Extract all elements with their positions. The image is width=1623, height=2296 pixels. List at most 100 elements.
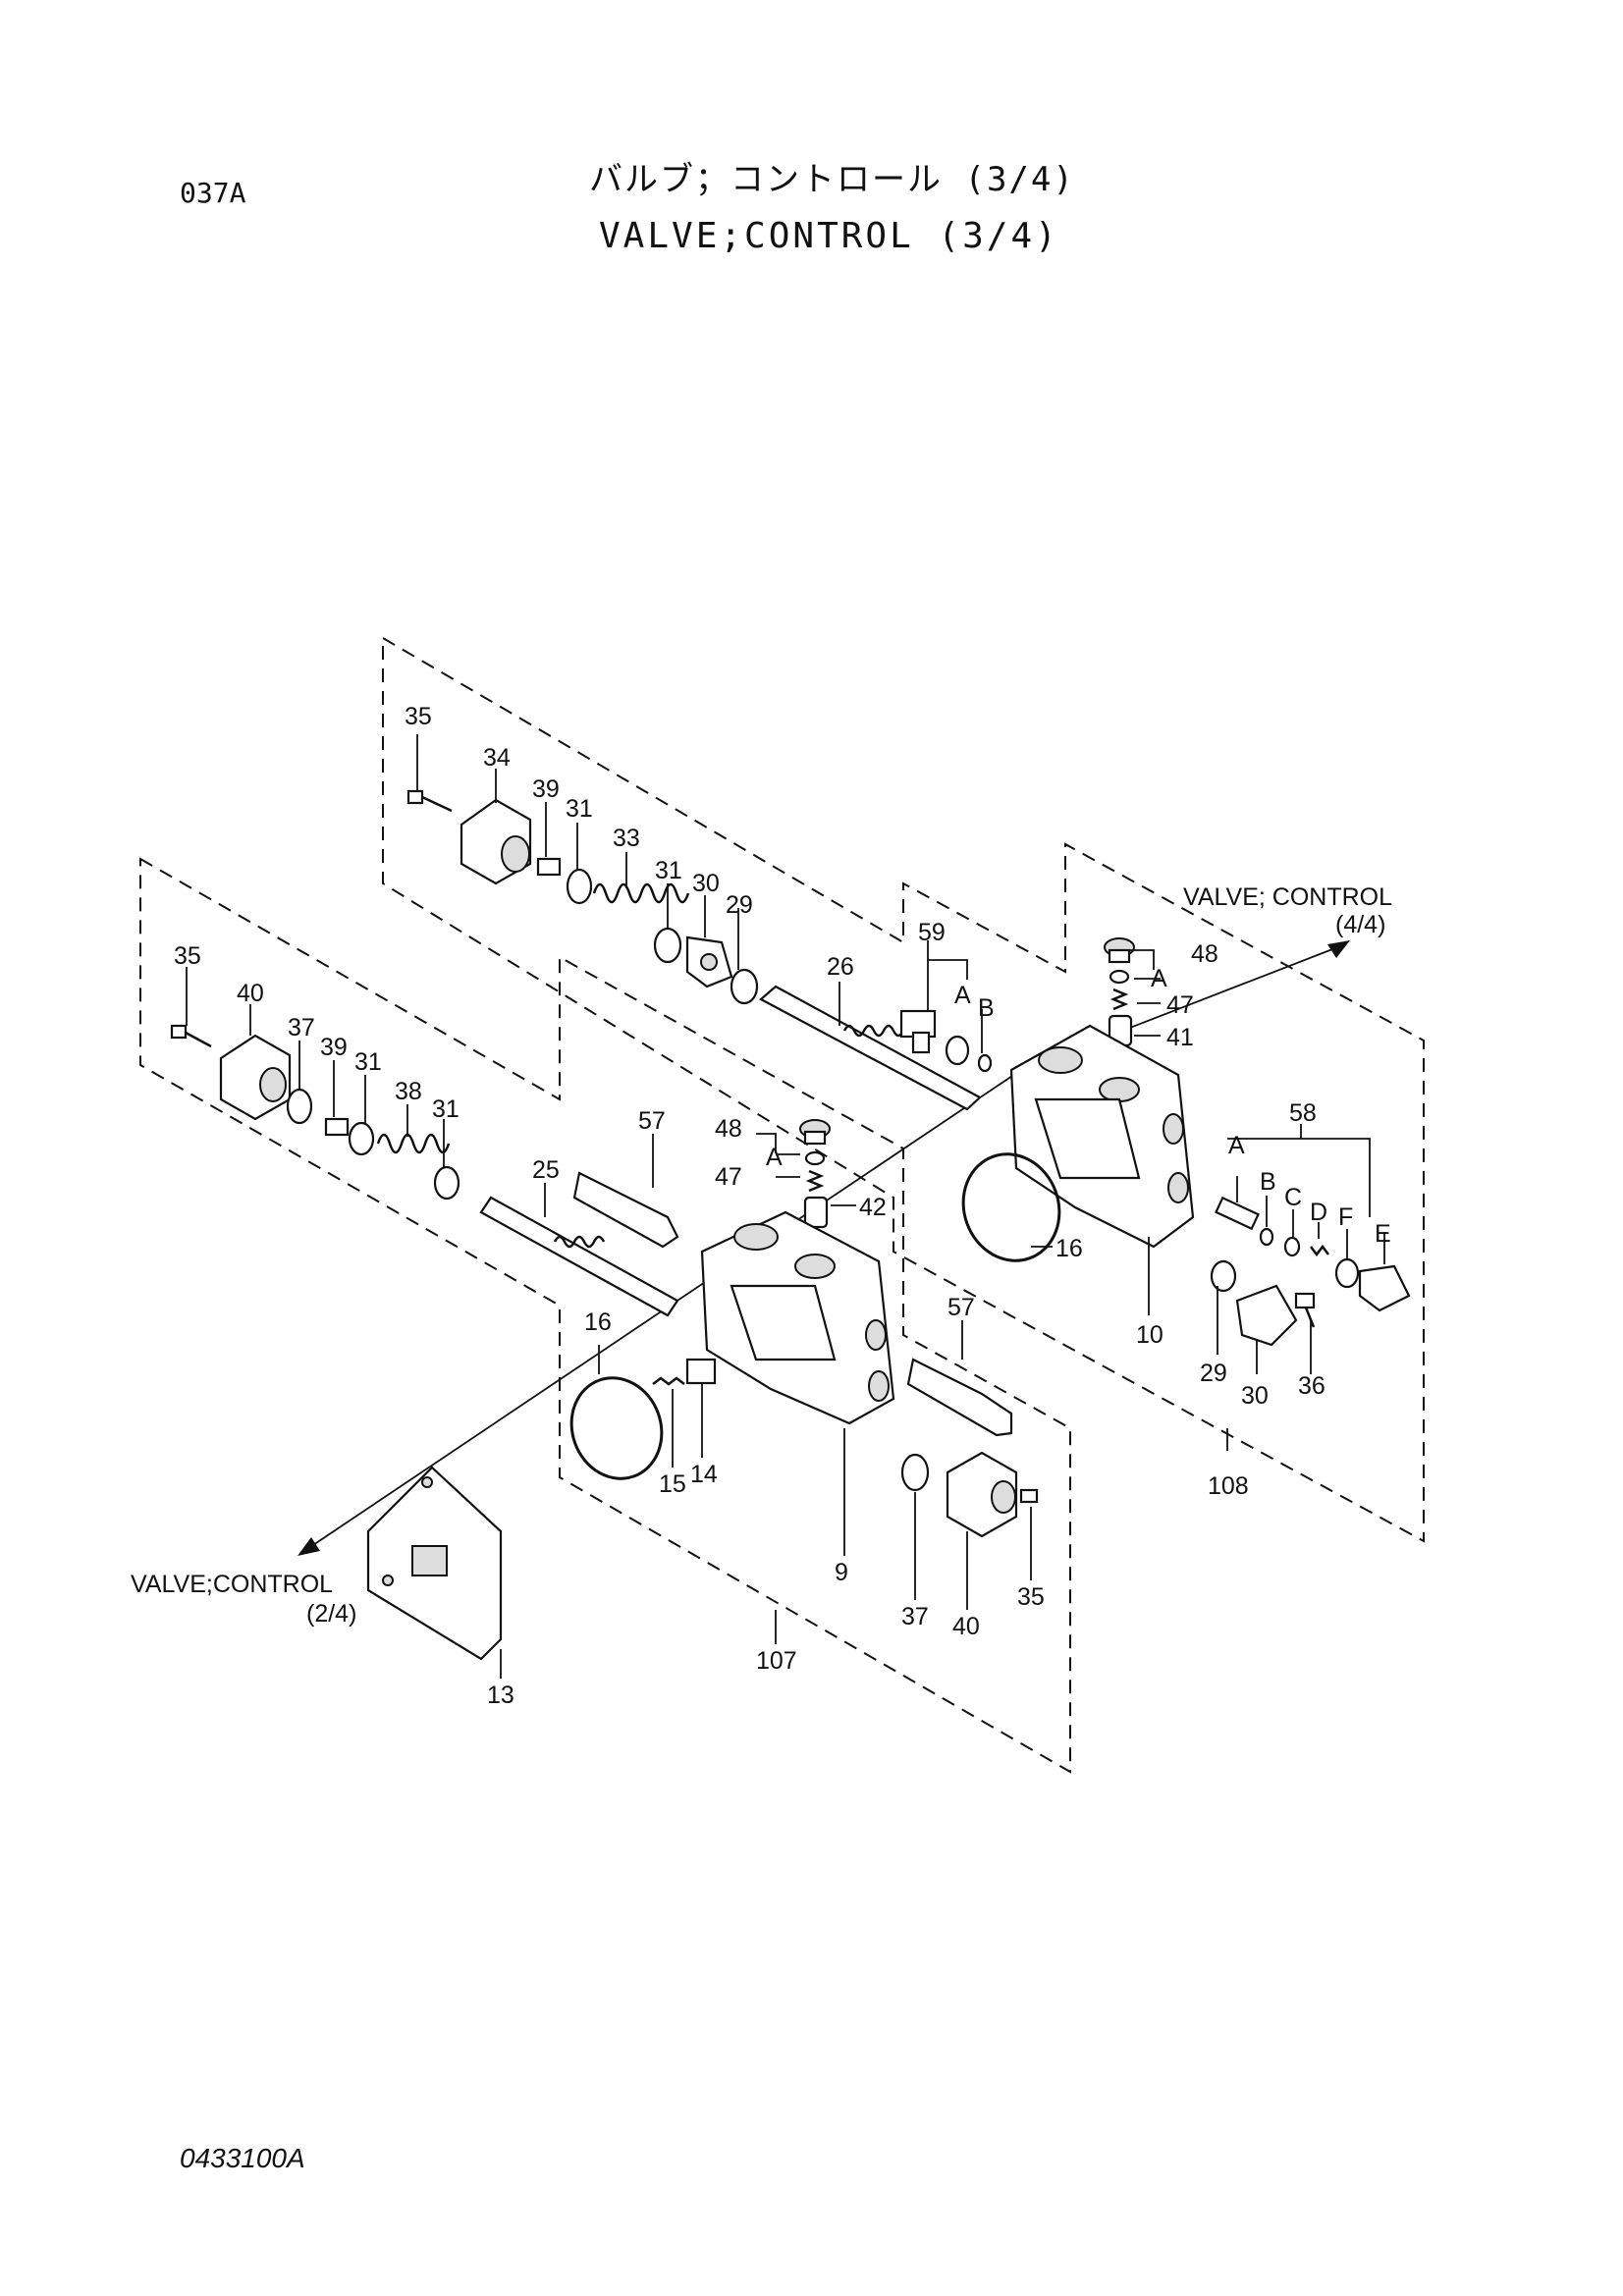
callout-35: 35 [1017, 1583, 1045, 1611]
part-58C-ring [1283, 1236, 1301, 1257]
drawing-number: 0433100A [180, 2143, 305, 2173]
part-9-housing [700, 1210, 895, 1425]
part-30-plate-b [1235, 1284, 1298, 1347]
ref-4-4-line2: (4/4) [1335, 911, 1385, 938]
part-26-spool [759, 985, 982, 1111]
callout-58: 58 [1289, 1099, 1317, 1127]
part-B-oring-b [977, 1053, 993, 1073]
callout-108: 108 [1208, 1472, 1249, 1500]
part-33-spring [592, 882, 690, 904]
callout-33: 33 [613, 825, 640, 852]
callout-B: B [978, 994, 995, 1022]
callout-14: 14 [690, 1461, 718, 1488]
ref-2-4-line2: (2/4) [306, 1600, 356, 1628]
part-58B-ring [1259, 1227, 1274, 1247]
part-40-cap-right [946, 1451, 1018, 1538]
callout-C: C [1284, 1184, 1302, 1211]
part-31-seat-left [348, 1121, 375, 1156]
callout-59: 59 [918, 919, 946, 946]
part-29-oring [730, 968, 759, 1005]
callout-37: 37 [288, 1014, 315, 1041]
callout-31: 31 [432, 1095, 460, 1123]
callout-26: 26 [827, 953, 854, 981]
callout-A: A [1228, 1132, 1245, 1159]
arrow-head-4-4 [1327, 940, 1350, 958]
callout-16: 16 [1055, 1235, 1083, 1262]
callout-25: 25 [532, 1156, 560, 1184]
part-15-spring [652, 1376, 685, 1386]
callout-57: 57 [638, 1107, 666, 1135]
part-31-spring-seat-b [653, 927, 682, 964]
part-42-poppet [803, 1196, 829, 1229]
callout-29: 29 [1200, 1360, 1227, 1387]
callout-39: 39 [532, 775, 560, 803]
callout-30: 30 [692, 870, 720, 897]
callout-42: 42 [859, 1194, 887, 1221]
callout-E: E [1375, 1220, 1391, 1248]
title-japanese: バルブ；コントロール (3/4) [589, 160, 1075, 199]
part-39-stopper-left [324, 1117, 350, 1137]
callout-9: 9 [835, 1559, 848, 1586]
callout-107: 107 [756, 1647, 797, 1675]
part-47-spring-upper [1109, 988, 1129, 1011]
part-59-plug [899, 1009, 937, 1054]
callout-13: 13 [487, 1682, 514, 1709]
part-37-oring-left [286, 1088, 313, 1125]
arrow-head-2-4 [298, 1537, 320, 1556]
callout-47: 47 [1166, 991, 1194, 1019]
part-30-plate [685, 935, 733, 988]
part-16-oring-lower [569, 1376, 664, 1480]
callout-30: 30 [1241, 1382, 1269, 1410]
part-47-spring-lower [805, 1169, 825, 1193]
callout-40: 40 [952, 1613, 980, 1640]
callout-D: D [1310, 1199, 1327, 1226]
part-39-stopper [536, 857, 562, 877]
callout-48: 48 [715, 1115, 742, 1143]
part-58A-plunger [1215, 1196, 1260, 1231]
callout-35: 35 [174, 942, 201, 970]
part-31-seat-left-b [433, 1165, 460, 1201]
ref-4-4-line1: VALVE; CONTROL [1183, 883, 1392, 911]
part-36-screw [1294, 1292, 1316, 1328]
part-29-oring-b [1210, 1259, 1237, 1293]
callout-A: A [954, 982, 971, 1009]
part-40-cap-left [219, 1034, 292, 1121]
part-38-spring [376, 1133, 451, 1154]
part-48-plug-lower [799, 1119, 831, 1146]
callout-57: 57 [947, 1294, 975, 1321]
leader-lines [186, 734, 1385, 1679]
callout-16: 16 [584, 1308, 612, 1336]
callout-31: 31 [354, 1048, 382, 1076]
title-english: VALVE;CONTROL (3/4) [599, 216, 1059, 256]
part-34-cap [460, 798, 532, 885]
part-10-housing [1009, 1024, 1195, 1249]
callout-39: 39 [320, 1034, 348, 1061]
part-58F-oring [1334, 1257, 1360, 1289]
callout-15: 15 [659, 1470, 686, 1498]
part-57-relief-valve-upper [572, 1171, 679, 1249]
callout-48: 48 [1191, 940, 1218, 968]
part-48-plug-upper [1104, 937, 1135, 964]
ref-valve-control-2-4: VALVE;CONTROL (2/4) [131, 1571, 356, 1628]
part-35-bolt-left [170, 1024, 212, 1048]
callout-40: 40 [237, 980, 264, 1007]
callout-41: 41 [1166, 1024, 1194, 1051]
page-code: 037A [180, 177, 246, 209]
part-13-end-plate [366, 1466, 503, 1661]
part-14-poppet [685, 1358, 717, 1385]
callout-31: 31 [566, 795, 593, 823]
part-58E-plug [1358, 1264, 1411, 1312]
callout-37: 37 [901, 1603, 929, 1630]
part-35-bolt [406, 789, 453, 813]
assembly-boundary-lower-spool [139, 857, 1071, 1774]
part-35-bolt-right [1019, 1488, 1039, 1504]
callout-A: A [1151, 965, 1167, 992]
callout-labels: 35 34 39 31 33 31 30 29 59 A B 26 48 A 4… [174, 703, 1391, 1709]
callout-31: 31 [655, 857, 682, 884]
callout-34: 34 [483, 744, 511, 772]
callout-29: 29 [726, 891, 753, 919]
callout-B: B [1260, 1168, 1276, 1196]
part-57-relief-valve-lower [906, 1358, 1013, 1437]
callout-10: 10 [1136, 1321, 1163, 1349]
